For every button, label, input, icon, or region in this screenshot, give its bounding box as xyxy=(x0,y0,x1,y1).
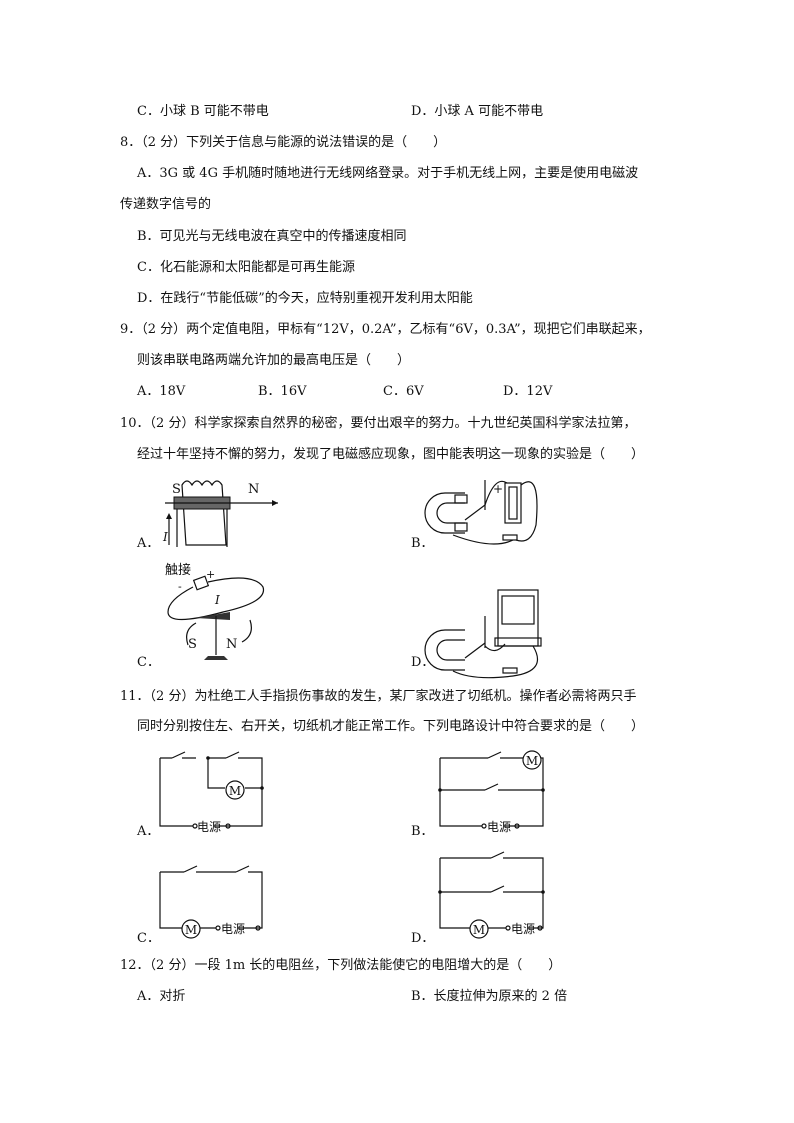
figure-magnet-battery: + xyxy=(424,480,538,545)
q8-stem: 8．（2 分）下列关于信息与能源的说法错误的是（ ） xyxy=(120,135,447,150)
q12-option-b: B．长度拉伸为原来的 2 倍 xyxy=(411,989,568,1004)
q11-stem-cont: 同时分别按住左、右开关，切纸机才能正常工作。下列电路设计中符合要求的是（ ） xyxy=(137,719,645,734)
label-s: S xyxy=(172,482,181,497)
label-minus: - xyxy=(178,580,182,593)
q8-option-c: C．化石能源和太阳能都是可再生能源 xyxy=(137,260,355,275)
motor-icon xyxy=(522,750,542,770)
motor-icon xyxy=(469,919,489,939)
q11-option-a: A． xyxy=(137,824,160,839)
motor-label: M xyxy=(185,923,197,937)
circuit-d: M 电源 xyxy=(438,851,545,939)
q7-option-d: D．小球 A 可能不带电 xyxy=(411,104,544,119)
label-current: I xyxy=(162,530,168,544)
motor-label: M xyxy=(473,923,485,937)
q10-stem: 10．（2 分）科学家探索自然界的秘密，要付出艰辛的努力。十九世纪英国科学家法拉… xyxy=(120,416,637,431)
circuit-a: M 电源 xyxy=(159,751,264,834)
q9-option-b: B．16V xyxy=(258,384,307,399)
motor-label: M xyxy=(526,754,538,768)
motor-label: M xyxy=(229,784,241,798)
q11-option-d: D． xyxy=(411,931,435,946)
figure-solenoid-right-hand: S N I xyxy=(162,480,278,547)
q9-stem-cont: 则该串联电路两端允许加的最高电压是（ ） xyxy=(137,353,411,368)
power-label: 电源 xyxy=(221,922,245,936)
label-n: N xyxy=(248,482,259,497)
figure-oersted-experiment: 触接 + - I S N xyxy=(165,562,265,660)
q10-stem-cont: 经过十年坚持不懈的努力，发现了电磁感应现象，图中能表明这一现象的实验是（ ） xyxy=(137,447,645,462)
q11-option-b: B． xyxy=(411,824,434,839)
power-label: 电源 xyxy=(511,922,535,936)
q10-option-a: A． xyxy=(137,536,160,551)
label-touch: 触接 xyxy=(165,562,191,578)
circuit-b: M 电源 xyxy=(438,750,545,834)
label-s: S xyxy=(188,637,197,652)
circuit-c: M 电源 xyxy=(159,865,263,939)
q7-option-c: C．小球 B 可能不带电 xyxy=(137,104,269,119)
q12-stem: 12．（2 分）一段 1m 长的电阻丝，下列做法能使它的电阻增大的是（ ） xyxy=(120,958,562,973)
q10-option-d: D． xyxy=(411,655,435,670)
motor-icon xyxy=(225,780,245,800)
label-plus: + xyxy=(493,482,503,496)
q9-option-d: D．12V xyxy=(503,384,553,399)
q9-option-a: A．18V xyxy=(137,384,186,399)
q12-option-a: A．对折 xyxy=(137,989,186,1004)
power-label: 电源 xyxy=(487,820,511,834)
q8-option-b: B．可见光与无线电波在真空中的传播速度相同 xyxy=(137,229,407,244)
power-label: 电源 xyxy=(197,820,221,834)
q10-option-b: B． xyxy=(411,536,434,551)
label-n: N xyxy=(226,637,237,652)
q10-option-c: C． xyxy=(137,655,160,670)
figure-magnet-galvanometer xyxy=(424,589,542,679)
q9-option-c: C．6V xyxy=(383,384,424,399)
q9-stem: 9．（2 分）两个定值电阻，甲标有“12V，0.2A”，乙标有“6V，0.3A”… xyxy=(120,322,651,337)
q8-option-d: D．在践行“节能低碳”的今天，应特别重视开发利用太阳能 xyxy=(137,291,473,306)
motor-icon xyxy=(181,919,201,939)
q11-option-c: C． xyxy=(137,931,160,946)
q8-option-a: A．3G 或 4G 手机随时随地进行无线网络登录。对于手机无线上网，主要是使用电… xyxy=(137,166,639,181)
label-current: I xyxy=(214,593,220,607)
q11-stem: 11．（2 分）为杜绝工人手指损伤事故的发生，某厂家改进了切纸机。操作者必需将两… xyxy=(120,689,637,704)
label-plus: + xyxy=(206,568,215,581)
q8-option-a-cont: 传递数字信号的 xyxy=(120,197,212,212)
